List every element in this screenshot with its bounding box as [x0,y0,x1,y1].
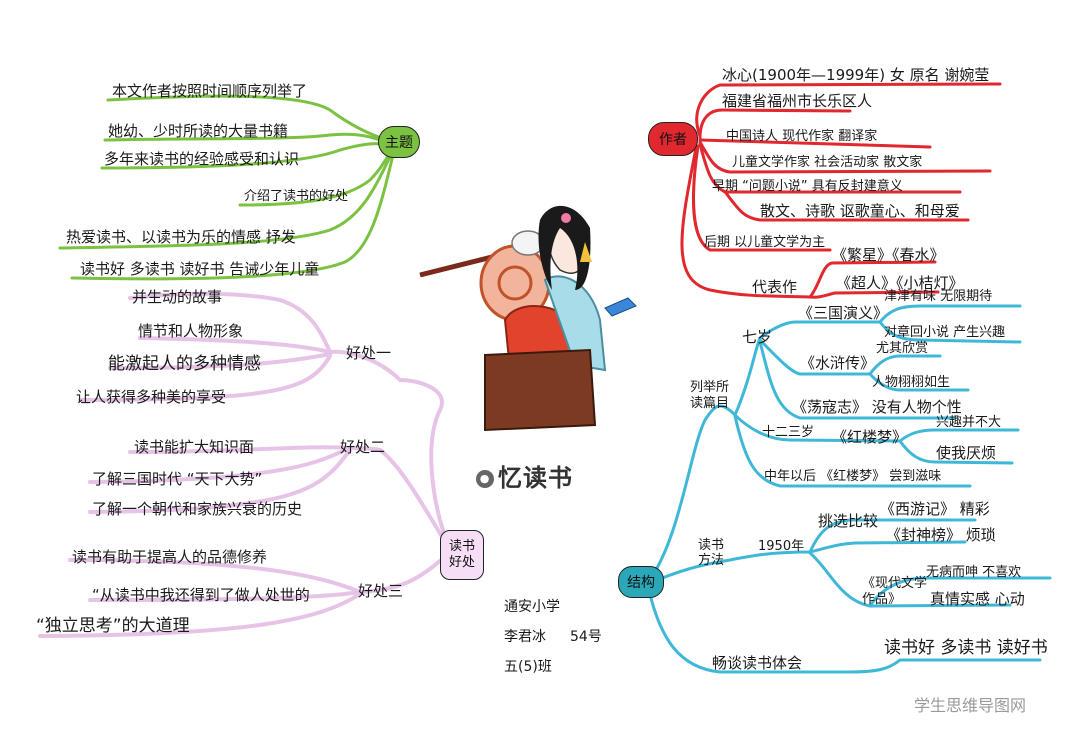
reader-figure-illustration [419,205,637,432]
author-node[interactable]: 作者 [648,122,698,156]
page-title-text: 忆读书 [498,464,573,492]
structure-honglou-note: 兴趣并不大 [936,415,1002,430]
structure-feeling-label: 畅谈读书体会 [712,654,803,672]
author-work: 《繁星》《春水》 [832,246,945,264]
structure-shuihu-note: 人物栩栩如生 [872,375,951,390]
school-info: 通安小学 李君冰 54号 五(5)班 [498,596,618,686]
benefit-two-item: 了解三国时代 “天下大势” [92,470,263,488]
benefit-one-item: 让人获得多种美的享受 [76,388,227,406]
structure-age7: 七岁 [742,328,773,346]
structure-book-sanguo: 《三国演义》 [798,304,889,322]
structure-year1950: 1950年 [758,539,805,554]
structure-feeling: 读书好 多读书 读好书 [884,638,1048,658]
structure-age1213: 十二三岁 [762,425,815,440]
structure-listed-label: 列举所读篇目 [690,380,730,411]
author-item: 儿童文学作家 社会活动家 散文家 [732,155,923,170]
theme-node[interactable]: 主题 [378,126,420,158]
structure-sanguo-note: 津津有味 无限期待 [884,289,993,304]
structure-middle-age: 中年以后 《红楼梦》 尝到滋味 [764,469,942,484]
theme-item: 她幼、少时所读的大量书籍 [108,122,289,140]
structure-honglou-note: 使我厌烦 [936,444,997,462]
structure-shuihu-note: 尤其欣赏 [876,341,929,356]
theme-item: 热爱读书、以读书为乐的情感 抒发 [66,228,296,246]
author-item: 散文、诗歌 讴歌童心、和母爱 [760,202,960,220]
structure-pick: 挑选比较 [818,512,879,530]
title-badge-icon: ● [476,470,494,488]
structure-sanguo-note: 对章回小说 产生兴趣 [884,325,1006,340]
author-item: 早期 “问题小说” 具有反封建意义 [712,179,903,194]
structure-node[interactable]: 结构 [618,566,664,598]
page-title: ●忆读书 [476,458,573,493]
school-name: 通安小学 [504,599,560,615]
author-item: 后期 以儿童文学为主 [704,235,826,250]
structure-modern-note: 无病而呻 不喜欢 [926,565,1022,580]
watermark: 学生思维导图网 [914,696,1027,715]
author-works-label: 代表作 [752,278,798,296]
benefit-three-item: “从读书中我还得到了做人处世的 [92,586,310,604]
author-item: 冰心(1900年—1999年) 女 原名 谢婉莹 [722,66,990,84]
structure-book-dangkou: 《荡寇志》 没有人物个性 [792,398,962,416]
structure-book-xiyou: 《西游记》 精彩 [880,500,990,518]
benefit-two-item: 读书能扩大知识面 [134,438,255,456]
theme-node-label: 主题 [385,135,413,151]
student-name: 李君冰 [504,629,546,645]
benefit-three-item: “独立思考”的大道理 [36,616,190,636]
theme-item: 本文作者按照时间顺序列举了 [112,82,308,100]
structure-book-honglou: 《红楼梦》 [832,428,908,446]
benefit-three-label: 好处三 [358,582,404,600]
author-item: 中国诗人 现代作家 翻译家 [726,129,878,144]
benefit-two-label: 好处二 [340,438,386,456]
structure-method-label: 读书方法 [698,538,725,568]
author-item: 福建省福州市长乐区人 [722,92,873,110]
theme-item: 多年来读书的经验感受和认识 [104,150,300,168]
author-work: 《超人》《小桔灯》 [836,274,964,292]
student-number: 54号 [570,629,602,645]
benefit-one-item: 情节和人物形象 [138,322,244,340]
structure-book-fengshen: 《封神榜》 烦琐 [886,526,996,544]
class-name: 五(5)班 [504,659,552,675]
benefits-node[interactable]: 读书好处 [440,530,484,580]
theme-item: 介绍了读书的好处 [244,189,349,204]
benefit-three-item: 读书有助于提高人的品德修养 [72,548,268,566]
benefits-node-label: 读书好处 [448,539,475,570]
theme-item: 读书好 多读书 读好书 告诫少年儿童 [80,260,320,278]
author-node-label: 作者 [659,132,687,148]
benefit-two-item: 了解一个朝代和家族兴衰的历史 [92,500,303,518]
benefit-one-label: 好处一 [346,344,392,362]
structure-book-shuihu: 《水浒传》 [800,354,876,372]
structure-modern-label: 《现代文学作品》 [862,576,928,607]
structure-node-label: 结构 [627,575,655,591]
benefit-one-item: 并生动的故事 [132,288,223,306]
benefit-one-item: 能激起人的多种情感 [108,354,261,374]
structure-modern-note: 真情实感 心动 [930,590,1025,608]
